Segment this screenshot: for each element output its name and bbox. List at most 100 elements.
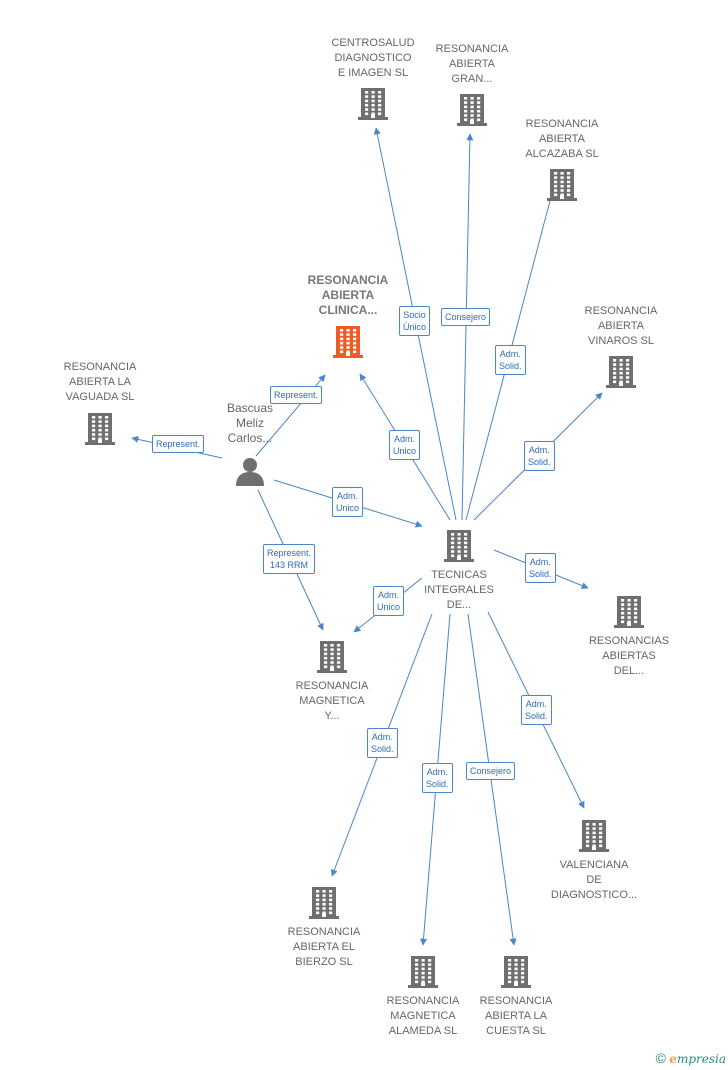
edge-label-line: Solid. (426, 779, 449, 789)
node-label-line: RESONANCIA (584, 305, 658, 317)
edge-label-person-to-tecnicas[interactable]: Adm. Unico (332, 487, 364, 517)
building-icon (614, 594, 644, 633)
node-label: TECNICAS INTEGRALES DE... (399, 568, 519, 613)
node-label-line: MAGNETICA (299, 695, 365, 707)
edge-label-line: Represent. (156, 439, 201, 449)
node-label-line: ALAMEDA SL (388, 1025, 458, 1037)
edge-label-line: Solid. (528, 457, 551, 467)
edge-label-tecnicas-to-abiertas_del[interactable]: Adm.Solid. (525, 553, 556, 583)
edge-label-tecnicas-to-gran[interactable]: Consejero (441, 308, 491, 326)
node-label-line: VINAROS SL (587, 335, 655, 347)
edge-label-tecnicas-to-clinica[interactable]: Adm. Unico (389, 430, 421, 460)
building-icon (579, 818, 609, 857)
node-label-line: RESONANCIA (435, 43, 509, 55)
node-label-line: CENTROSALUD (331, 37, 415, 49)
edge-label-line: Represent. (274, 390, 319, 400)
edge-label-tecnicas-to-magnetica_y[interactable]: Adm. Unico (373, 586, 405, 616)
node-label-line: RESONANCIA (295, 680, 369, 692)
edge-label-line: Unico (336, 503, 360, 513)
edge-label-line: Unico (377, 602, 401, 612)
edge-label-line: Adm. (499, 349, 521, 359)
node-label-line: RESONANCIA (63, 361, 137, 373)
node-label-line: BIERZO SL (295, 956, 353, 968)
edge-label-tecnicas-to-vinaros[interactable]: Adm. Solid. (524, 441, 555, 471)
person-icon (235, 456, 265, 491)
node-label-line: Meliz (235, 416, 264, 430)
node-label: RESONANCIA ABIERTA LA CUESTA SL (456, 994, 576, 1039)
edge-label-person-to-vaguada[interactable]: Represent. (152, 435, 205, 453)
node-label-line: RESONANCIA (307, 273, 389, 287)
building-icon (358, 86, 388, 125)
edge-label-line: Adm. (337, 491, 359, 501)
node-label: RESONANCIA ABIERTA VINAROS SL (561, 304, 681, 349)
edge-label-line: Único (403, 322, 427, 332)
node-label-line: RESONANCIAS (588, 635, 670, 647)
edge-label-tecnicas-to-alcazaba[interactable]: Adm. Solid. (495, 345, 526, 375)
node-label-line: MAGNETICA (390, 1010, 456, 1022)
edge-label-line: Solid. (371, 744, 394, 754)
building-icon (547, 167, 577, 206)
edge-label-line: Solid. (529, 569, 552, 579)
edge-label-tecnicas-to-alameda[interactable]: Adm. Solid. (422, 763, 453, 793)
node-label-line: ABIERTAS (602, 650, 656, 662)
building-icon (333, 324, 363, 363)
edge-label-line: Unico (393, 446, 417, 456)
building-icon (444, 528, 474, 567)
node-label-line: ABIERTA (597, 320, 645, 332)
node-label-line: ALCAZABA SL (525, 148, 599, 160)
edge-label-line: Adm. (394, 434, 416, 444)
node-label-line: ABIERTA (538, 133, 586, 145)
edge-label-line: Solid. (499, 361, 522, 371)
node-label-line: DIAGNOSTICO (334, 52, 412, 64)
node-label-line: ABIERTA EL (293, 941, 355, 953)
brand-initial: e (669, 1052, 677, 1066)
node-label-line: VALENCIANA (559, 859, 629, 871)
node-label-line: VAGUADA SL (65, 391, 135, 403)
node-label-line: ABIERTA (448, 58, 496, 70)
building-icon (309, 885, 339, 924)
edge-label-tecnicas-to-cuesta[interactable]: Consejero (466, 762, 516, 780)
node-label-line: DE (586, 874, 602, 886)
edge-label-tecnicas-to-bierzo[interactable]: Adm.Solid. (367, 728, 398, 758)
building-icon (317, 639, 347, 678)
edge-label-line: 143 RRM (270, 560, 309, 570)
node-label-line: GRAN... (451, 73, 493, 85)
node-label-line: CUESTA SL (486, 1025, 546, 1037)
node-label: RESONANCIA MAGNETICA Y... (272, 679, 392, 724)
edge-label-line: Adm. (378, 590, 400, 600)
node-label-line: Y... (324, 710, 340, 722)
node-label-line: DE... (446, 599, 472, 611)
node-label-line: RESONANCIA (479, 995, 553, 1007)
node-label-line: Bascuas (226, 401, 274, 415)
node-label: VALENCIANA DE DIAGNOSTICO... (534, 858, 654, 903)
edge-label-tecnicas-to-valenciana[interactable]: Adm.Solid. (521, 695, 552, 725)
node-label-line: ABIERTA LA (69, 376, 131, 388)
edge-label-line: Solid. (525, 711, 548, 721)
node-label-line: TECNICAS (431, 569, 487, 581)
edge-label-line: Socio (403, 310, 426, 320)
building-icon (85, 411, 115, 450)
node-label-line: E IMAGEN SL (337, 67, 409, 79)
edge-tecnicas-to-gran (461, 133, 474, 521)
node-label: RESONANCIA ABIERTA LA VAGUADA SL (40, 360, 160, 405)
edge-label-person-to-clinica[interactable]: Represent. (270, 386, 323, 404)
node-label: RESONANCIA ABIERTA GRAN... (412, 42, 532, 87)
edge-label-person-to-magnetica_y[interactable]: Represent. 143 RRM (263, 544, 316, 574)
node-label-line: INTEGRALES (424, 584, 494, 596)
edge-label-line: Adm. (528, 445, 550, 455)
node-label-line: Carlos... (227, 431, 273, 445)
copyright-icon: © (655, 1050, 666, 1066)
edge-label-line: Represent. (267, 548, 312, 558)
building-icon (501, 954, 531, 993)
building-icon (457, 92, 487, 131)
node-label-line: DIAGNOSTICO... (550, 889, 638, 901)
edge-label-line: Adm. (426, 767, 448, 777)
node-label-line: ABIERTA LA (485, 1010, 547, 1022)
building-icon (606, 354, 636, 393)
